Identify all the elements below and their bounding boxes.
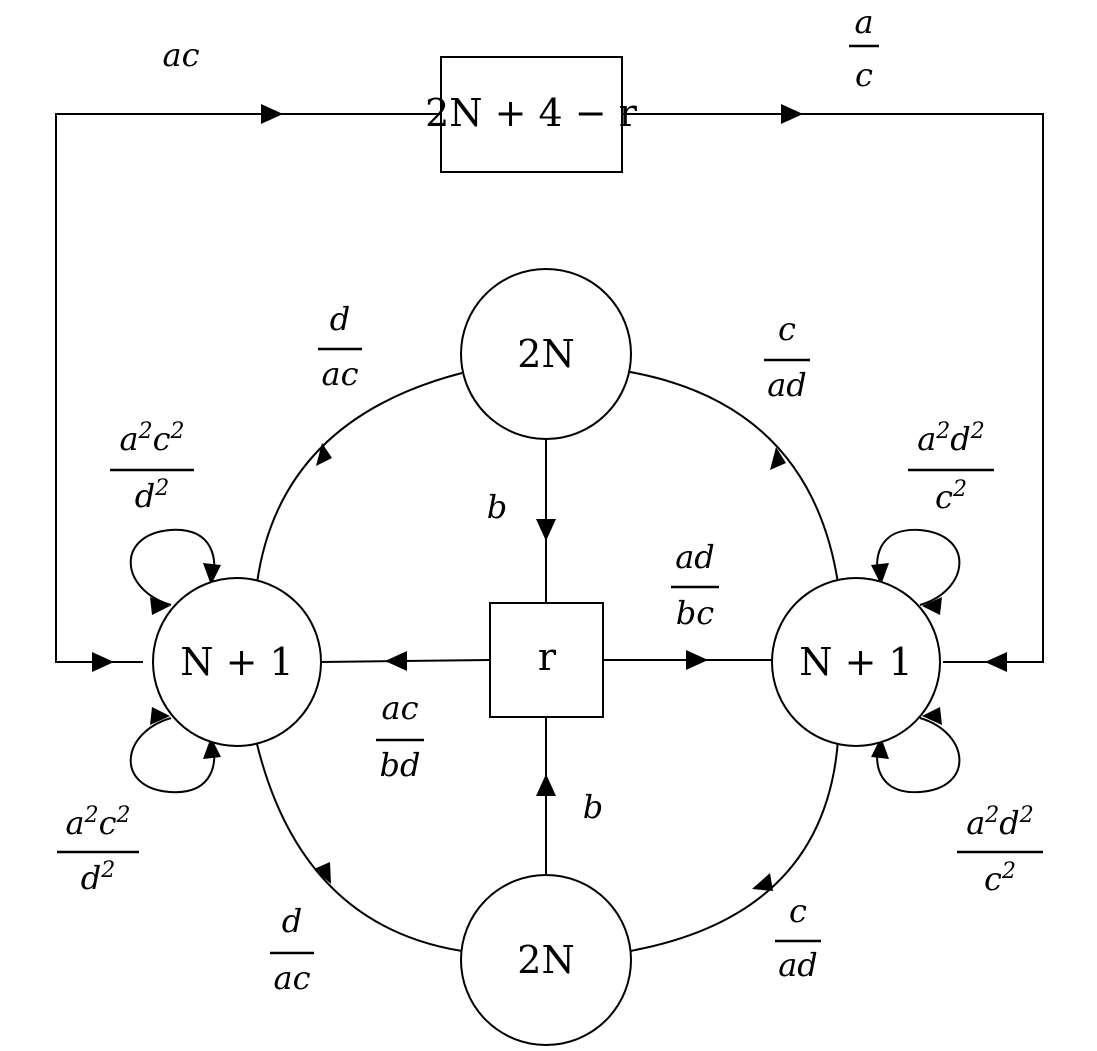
arrow-left-lower-loop-2 [150, 707, 170, 725]
frac-num: a2c2 [66, 803, 131, 842]
ring-arcs [255, 371, 839, 952]
arrow-up-to-center [536, 774, 556, 796]
arrow-into-left-node [92, 652, 114, 672]
outer-wire [55, 104, 1044, 672]
arrow-right-lower-arc [752, 873, 773, 891]
frac-num: d [282, 902, 302, 940]
right-circle-label: N + 1 [799, 640, 912, 684]
arrow-right-lower-loop-2 [922, 707, 942, 725]
arrow-into-right-node [985, 652, 1007, 672]
label-top-left-wire: ac [163, 36, 200, 74]
left-circle-label: N + 1 [180, 640, 293, 684]
arrow-top-right [781, 104, 803, 124]
node-bottom-circle: 2N [460, 874, 632, 1046]
label-right-upper-arc: c ad [764, 310, 810, 404]
label-left-upper-loop: a2c2 d2 [110, 419, 194, 515]
arrow-right-upper-loop [871, 563, 889, 585]
label-left-lower-arc: d ac [270, 902, 314, 997]
center-wires [320, 436, 771, 878]
frac-num: c [789, 892, 807, 930]
self-loops [129, 528, 961, 794]
label-center-to-left: ac bd [376, 689, 424, 784]
frac-den: bc [676, 594, 714, 632]
frac-den: d2 [135, 476, 169, 515]
frac-den: ac [274, 959, 311, 997]
arrow-right-upper-arc [770, 447, 786, 470]
frac-den: c [855, 56, 873, 94]
frac-num: a2d2 [917, 419, 985, 458]
edge-labels: ac a c d ac c ad d ac c ad [57, 3, 1043, 997]
frac-den: c2 [935, 477, 967, 516]
node-right-circle: N + 1 [771, 577, 941, 747]
label-right-lower-loop: a2d2 c2 [957, 803, 1043, 898]
label-top-right-wire: a c [849, 3, 879, 94]
label-left-upper-arc: d ac [318, 300, 362, 393]
frac-num: a2c2 [120, 419, 185, 458]
label-right-lower-arc: c ad [775, 892, 821, 984]
label-top-vertical: b [487, 488, 507, 526]
frac-den: bd [380, 746, 421, 784]
arrow-left-upper-arc [316, 443, 332, 466]
frac-den: d2 [81, 858, 115, 897]
arrow-left-lower-arc [314, 862, 331, 884]
node-top-box: 2N + 4 − r [425, 56, 638, 173]
frac-den: ad [778, 946, 818, 984]
node-top-circle: 2N [460, 268, 632, 440]
frac-num: a2d2 [966, 803, 1034, 842]
center-box-label: r [538, 635, 557, 679]
node-left-circle: N + 1 [152, 577, 322, 747]
arrow-center-to-left [385, 651, 407, 671]
frac-den: ad [767, 366, 807, 404]
label-right-upper-loop: a2d2 c2 [908, 419, 994, 516]
frac-num: d [330, 300, 350, 338]
frac-den: ac [322, 355, 359, 393]
label-center-to-right: ad bc [671, 538, 719, 632]
arrow-left-lower-loop [203, 737, 221, 759]
arrow-right-upper-loop-2 [922, 597, 942, 615]
frac-num: a [854, 3, 873, 41]
arrow-center-to-right [686, 650, 708, 670]
frac-den: c2 [984, 859, 1016, 898]
frac-num: ad [675, 538, 715, 576]
frac-num: c [778, 310, 796, 348]
bottom-circle-label: 2N [517, 938, 574, 982]
node-center-box: r [489, 602, 604, 718]
arrow-top-left [261, 104, 283, 124]
top-box-label: 2N + 4 − r [425, 91, 638, 135]
label-left-lower-loop: a2c2 d2 [57, 803, 139, 897]
arrow-right-lower-loop [871, 737, 889, 759]
arrow-down-to-center [536, 519, 556, 541]
frac-num: ac [382, 689, 419, 727]
arrow-left-upper-loop [203, 563, 221, 585]
top-circle-label: 2N [517, 332, 574, 376]
arrow-left-upper-loop-2 [150, 597, 170, 615]
label-bottom-vertical: b [583, 788, 603, 826]
